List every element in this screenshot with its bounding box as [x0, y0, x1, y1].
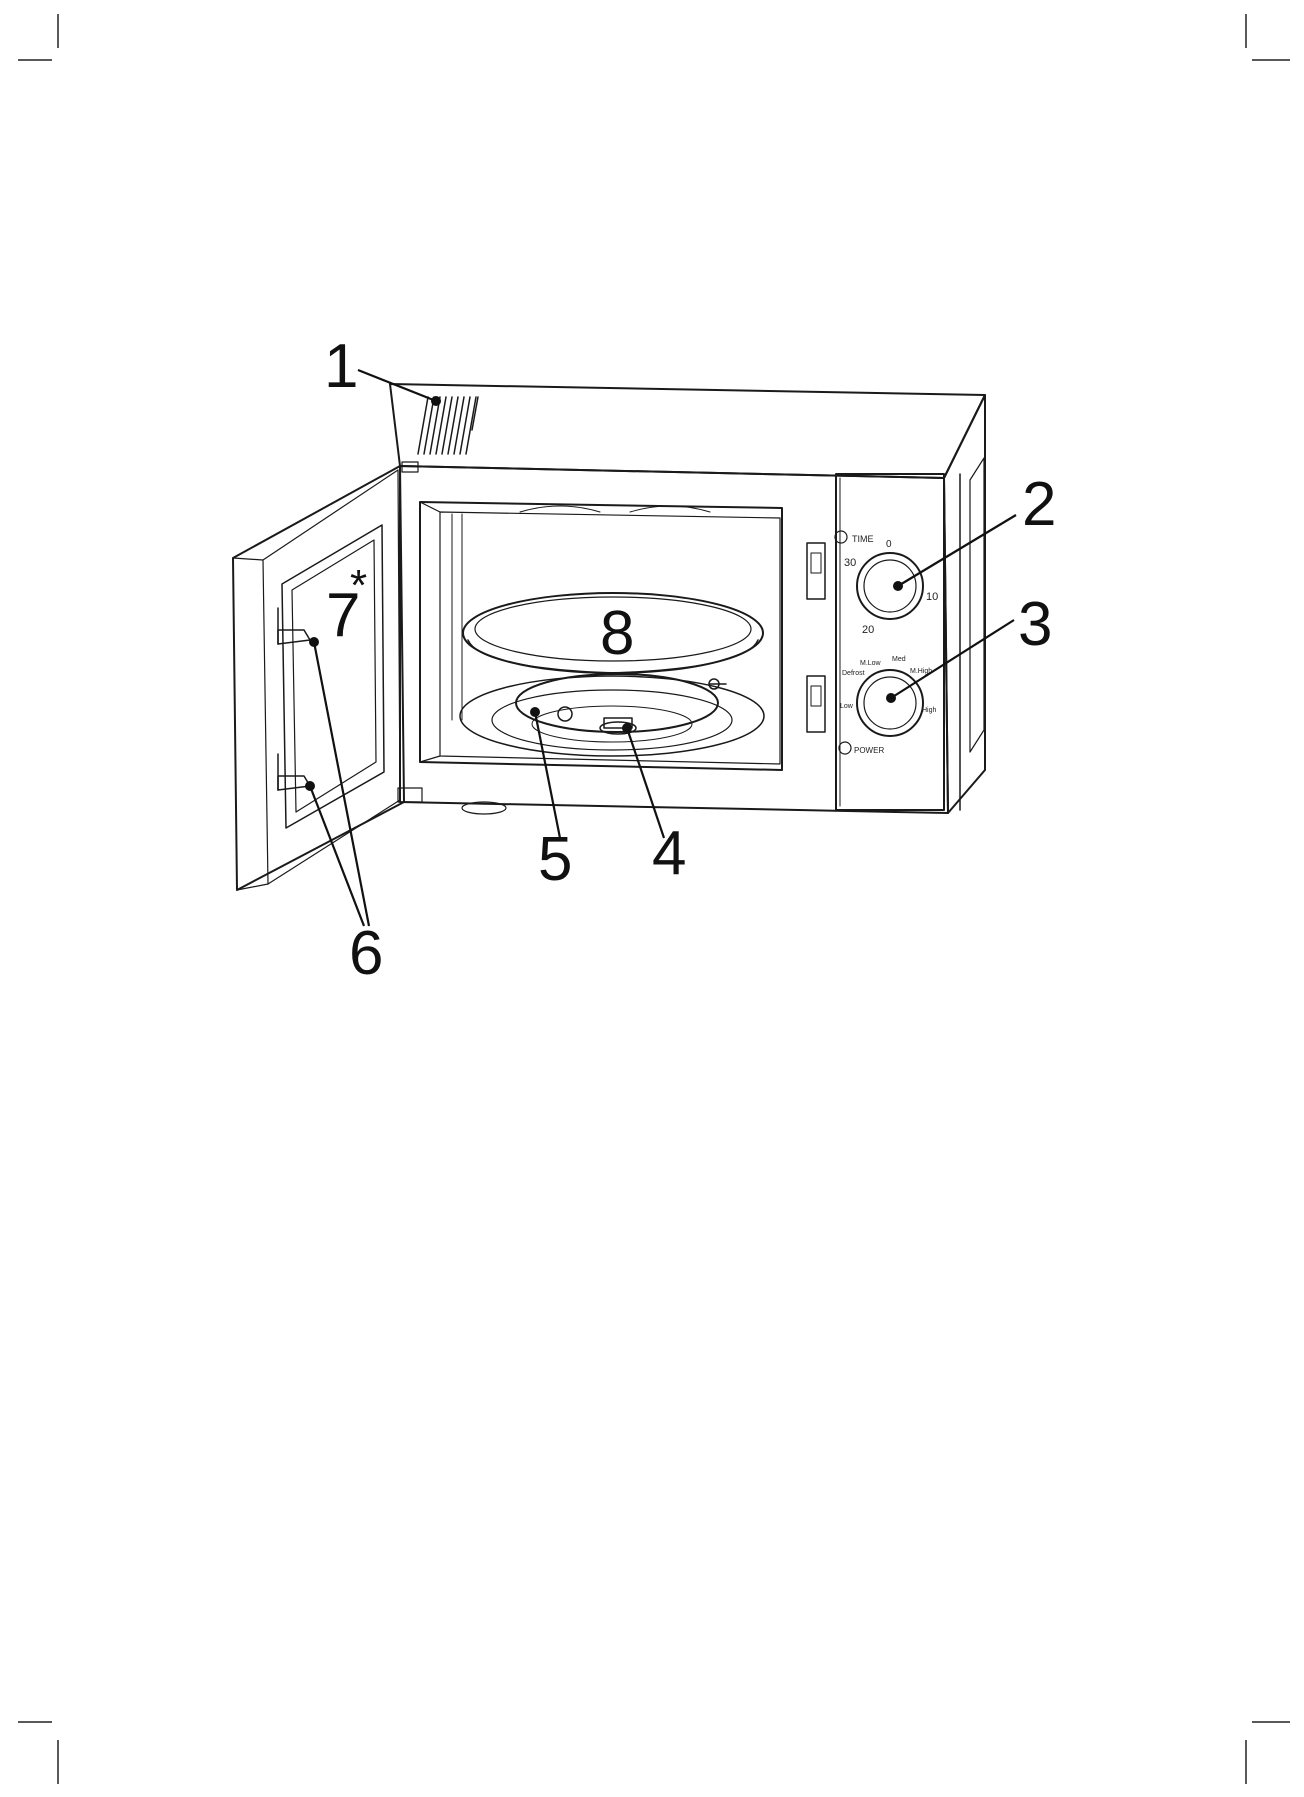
power-level-med: Med — [892, 656, 906, 663]
callout-1: 1 — [324, 332, 358, 401]
callout-6: 6 — [349, 919, 383, 988]
callout-4: 4 — [652, 819, 686, 888]
timer-mark-30: 30 — [844, 557, 856, 569]
callout-3: 3 — [1018, 590, 1052, 659]
vent-grille — [418, 397, 478, 454]
callout-8: 8 — [600, 599, 634, 668]
power-dial: Defrost M.Low Med M.High Low High POWER — [839, 656, 937, 755]
callout-7-asterisk: * — [350, 561, 367, 610]
power-level-mlow: M.Low — [860, 660, 882, 667]
microwave-door — [233, 466, 404, 890]
timer-mark-10: 10 — [926, 591, 938, 603]
power-level-high: High — [922, 707, 937, 714]
callout-2: 2 — [1022, 470, 1056, 539]
timer-label: TIME — [852, 534, 874, 544]
power-label: POWER — [854, 746, 884, 755]
power-level-defrost: Defrost — [842, 670, 865, 677]
timer-dial: TIME 0 30 10 20 — [835, 531, 938, 636]
power-level-low: Low — [840, 703, 854, 710]
timer-mark-0: 0 — [886, 539, 892, 550]
crop-marks — [18, 14, 1290, 1784]
callout-5: 5 — [538, 825, 572, 894]
timer-mark-20: 20 — [862, 624, 874, 636]
